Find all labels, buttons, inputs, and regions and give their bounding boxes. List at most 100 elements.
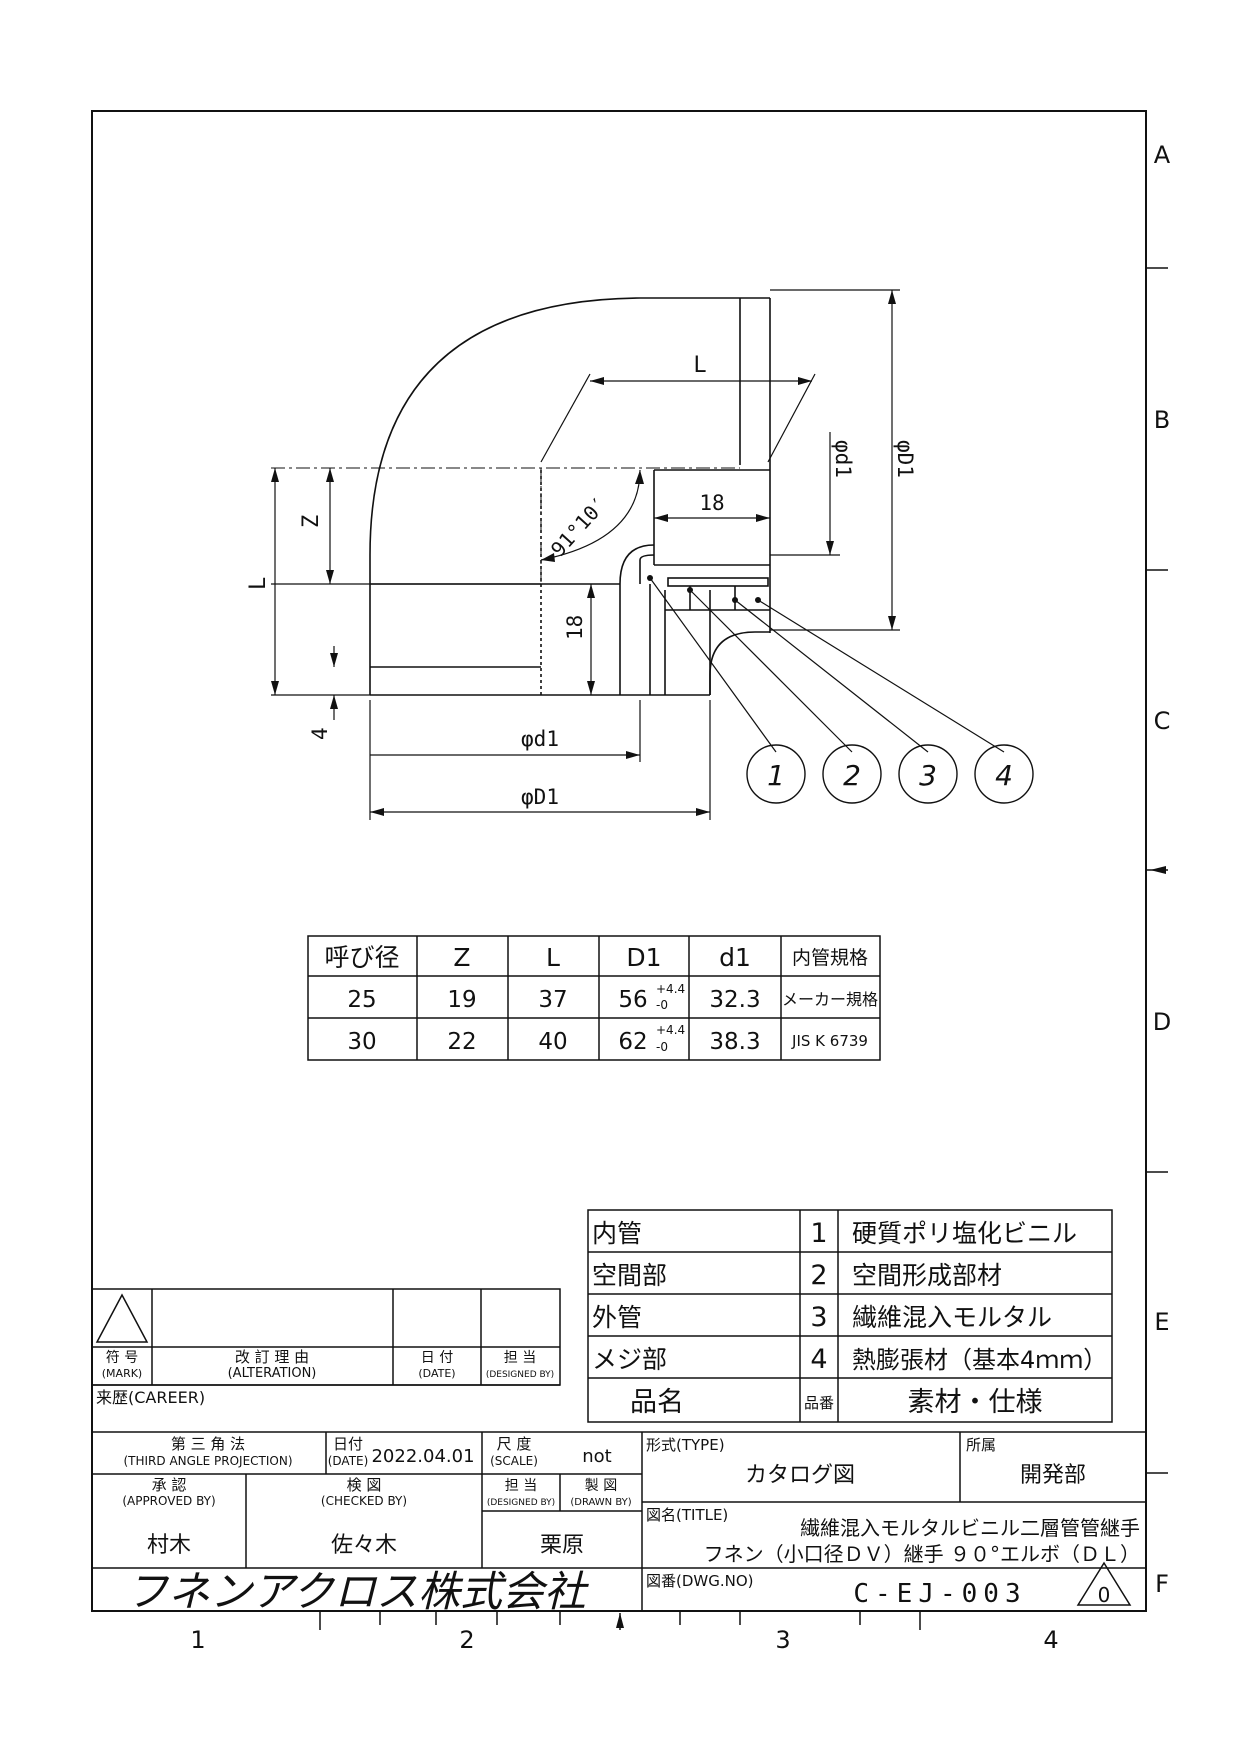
zone-label-4: 4	[1043, 1626, 1058, 1654]
table-header-size: 呼び径	[324, 943, 399, 972]
date-value: 2022.04.01	[371, 1446, 474, 1467]
scale-label-jp: 尺 度	[497, 1435, 532, 1453]
revision-mark-en: (MARK)	[102, 1367, 142, 1380]
designed-label-en: (DESIGNED BY)	[487, 1498, 555, 1508]
dim-l-diagonal: L	[693, 353, 706, 378]
title-line2: フネン（小口径ＤＶ）継手 ９０°エルボ（ＤＬ）	[704, 1542, 1140, 1566]
parts-row3-material: 繊維混入モルタル	[852, 1303, 1052, 1332]
table-row2-l: 40	[538, 1029, 567, 1055]
dimension-lines	[271, 289, 1005, 820]
parts-table: 内管 1 硬質ポリ塩化ビニル 空間部 2 空間形成部材 外管 3 繊維混入モルタ…	[592, 1218, 1107, 1418]
projection-jp: 第 三 角 法	[171, 1435, 245, 1453]
zone-label-d: D	[1153, 1008, 1171, 1036]
dwg-number-value: C-EJ-003	[853, 1579, 1026, 1609]
type-label: 形式(TYPE)	[646, 1436, 725, 1454]
table-row2-standard: JIS K 6739	[791, 1032, 868, 1050]
dim-z: Z	[299, 515, 324, 528]
parts-row1-material: 硬質ポリ塩化ビニル	[852, 1219, 1077, 1248]
parts-table-grid	[587, 1209, 1113, 1423]
revision-block: 符 号 (MARK) 改 訂 理 由 (ALTERATION) 日 付 (DAT…	[96, 1348, 554, 1407]
zone-label-e: E	[1154, 1308, 1169, 1336]
checked-label-jp: 検 図	[347, 1476, 382, 1494]
revision-designed-en: (DESIGNED BY)	[486, 1370, 554, 1380]
approved-label-jp: 承 認	[152, 1476, 187, 1494]
parts-row2-material: 空間形成部材	[852, 1261, 1002, 1290]
dept-value: 開発部	[1020, 1463, 1086, 1488]
table-row1-size: 25	[347, 987, 376, 1013]
approved-value: 村木	[147, 1533, 191, 1558]
revision-mark-value: 0	[1098, 1583, 1111, 1607]
scale-value: not	[582, 1446, 611, 1467]
parts-header-name: 品名	[630, 1387, 684, 1418]
dim-l-left: L	[246, 577, 271, 590]
table-row1-dsmall: 32.3	[709, 987, 760, 1013]
dwg-number-label: 図番(DWG.NO)	[646, 1572, 754, 1590]
zone-label-2: 2	[459, 1626, 474, 1654]
dim-phi-d1-outer-bottom: φD1	[521, 785, 559, 809]
scale-label-en: (SCALE)	[490, 1454, 538, 1468]
dim-18-top: 18	[699, 491, 724, 515]
date-label-jp: 日付	[333, 1435, 363, 1453]
projection-en: (THIRD ANGLE PROJECTION)	[123, 1454, 292, 1468]
zone-label-f: F	[1155, 1570, 1169, 1598]
revision-date-jp: 日 付	[421, 1350, 453, 1366]
table-row1-d1: 56	[618, 987, 647, 1013]
parts-row3-no: 3	[810, 1302, 827, 1333]
date-label-en: (DATE)	[328, 1454, 369, 1468]
part-balloons	[746, 744, 1034, 804]
table-header-standard: 内管規格	[792, 947, 868, 969]
dimension-table: 呼び径 Z L D1 d1 内管規格 25 19 37 56 +4.4 -0 3…	[324, 943, 878, 1055]
table-row2-size: 30	[347, 1029, 376, 1055]
approved-label-en: (APPROVED BY)	[122, 1494, 215, 1508]
revision-career: 来歴(CAREER)	[96, 1388, 205, 1407]
balloon-numbers: 1 2 3 4	[767, 759, 1013, 792]
parts-row1-name: 内管	[592, 1219, 642, 1248]
revision-block-grid	[91, 1288, 561, 1386]
zone-label-a: A	[1154, 141, 1171, 169]
designed-value: 栗原	[540, 1533, 584, 1558]
zone-label-b: B	[1154, 406, 1170, 434]
dim-phi-d1-right: φd1	[831, 440, 855, 478]
parts-header-no: 品番	[804, 1394, 834, 1412]
parts-header-material: 素材・仕様	[908, 1387, 1043, 1418]
table-row2-z: 22	[447, 1029, 476, 1055]
table-row1-standard: メーカー規格	[782, 990, 878, 1009]
dim-phi-d1-bottom: φd1	[521, 727, 559, 751]
dim-angle: 91°10′	[546, 492, 612, 562]
checked-value: 佐々木	[331, 1533, 397, 1558]
table-row1-l: 37	[538, 987, 567, 1013]
table-row2-tol-minus: -0	[656, 1040, 668, 1054]
designed-label-jp: 担 当	[505, 1478, 537, 1494]
dim-18-side: 18	[563, 615, 587, 640]
dept-label: 所属	[966, 1436, 996, 1454]
revision-mark-jp: 符 号	[106, 1350, 138, 1366]
table-header-z: Z	[453, 943, 470, 972]
balloon-4: 4	[995, 759, 1013, 792]
balloon-2: 2	[843, 759, 861, 792]
dimension-arrows	[271, 290, 896, 816]
parts-row1-no: 1	[810, 1218, 827, 1249]
parts-row4-name: メジ部	[592, 1345, 667, 1374]
balloon-1: 1	[767, 759, 785, 792]
table-row2-dsmall: 38.3	[709, 1029, 760, 1055]
dim-phi-d1-outer-right: φD1	[893, 440, 917, 478]
title-line1: 繊維混入モルタルビニル二層管管継手	[800, 1516, 1140, 1540]
drawn-label-en: (DRAWN BY)	[570, 1497, 631, 1508]
table-header-d1: D1	[626, 943, 661, 972]
table-row1-tol-plus: +4.4	[656, 982, 685, 996]
title-label: 図名(TITLE)	[646, 1506, 728, 1524]
dimension-texts: L φd1 φD1 18 91°10′ Z L 18 4 φd1 φD1	[246, 353, 917, 809]
balloon-3: 3	[919, 759, 937, 792]
sheet-frame	[91, 110, 1147, 1612]
dimension-table-grid	[307, 935, 881, 1061]
table-header-l: L	[546, 943, 560, 972]
company-name: フネンアクロス株式会社	[126, 1567, 589, 1616]
center-arrow-right	[1150, 866, 1166, 874]
type-value: カタログ図	[745, 1463, 855, 1488]
parts-row2-no: 2	[810, 1260, 827, 1291]
zone-label-c: C	[1154, 707, 1171, 735]
parts-row4-material: 熱膨張材（基本4ｍｍ）	[852, 1346, 1107, 1374]
zone-labels-rows: A B C D E F	[1153, 141, 1171, 1598]
table-row1-z: 19	[447, 987, 476, 1013]
